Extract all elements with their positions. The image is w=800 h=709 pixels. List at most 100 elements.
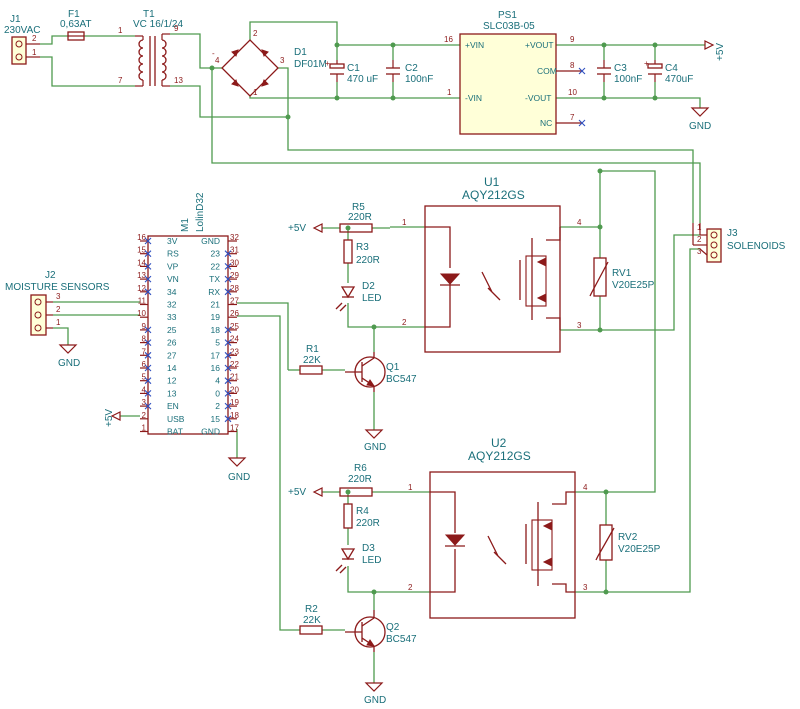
no-connect-marker: [224, 339, 232, 346]
pin-number: 1: [118, 26, 123, 35]
m1-pin-label: 14: [167, 363, 177, 373]
resistor-r4[interactable]: R4 220R: [343, 503, 380, 529]
polarity-sign: -: [212, 49, 215, 58]
m1-pin-number: 7: [142, 347, 147, 356]
no-connect-marker: [144, 275, 152, 283]
m1-pin-label: 19: [211, 312, 221, 322]
ref-label: R4: [356, 506, 369, 517]
fuse-f1[interactable]: F1 0,63AT: [60, 9, 92, 41]
value-label: BC547: [386, 634, 417, 645]
value-label: 220R: [348, 474, 372, 485]
varistor-rv1[interactable]: RV1 V20E25P: [589, 257, 655, 297]
no-connect-marker: [144, 250, 152, 258]
connector-j1[interactable]: 2 1 J1 230VAC: [4, 14, 41, 65]
m1-pin-number: 6: [142, 360, 147, 369]
pin-label: -VIN: [465, 93, 482, 103]
m1-pin-label: 12: [167, 376, 177, 386]
led-d2[interactable]: D2 LED: [335, 281, 381, 312]
connector-j2[interactable]: 3 2 1 J2 MOISTURE SENSORS: [5, 270, 110, 336]
pin-number: 16: [444, 35, 453, 44]
ground-symbol: GND: [364, 429, 386, 453]
transformer-t1[interactable]: T1 VC 16/1/24 1 7 9 13: [118, 9, 183, 87]
m1-pin-number: 5: [142, 373, 147, 382]
pin-number: 10: [568, 88, 577, 97]
ref-label: U1: [484, 175, 500, 189]
power-label: GND: [364, 695, 386, 706]
pin-number: 1: [56, 318, 61, 327]
capacitor-c4[interactable]: + C4 470uF: [644, 59, 693, 85]
no-connect-marker: [224, 275, 232, 283]
transistor-q1[interactable]: Q1 BC547: [345, 352, 417, 392]
pin-number: 3: [56, 292, 61, 301]
m1-pin-label: VN: [167, 274, 179, 284]
resistor-r1[interactable]: R1 22K: [299, 344, 323, 375]
pin-number: 4: [215, 56, 220, 65]
photomos-relay-u2[interactable]: U2 AQY212GS 1 2 4 3: [408, 436, 588, 619]
ref-label: D1: [294, 47, 307, 58]
led-d3[interactable]: D3 LED: [335, 543, 381, 574]
m1-pin-label: 17: [211, 350, 221, 360]
power-supply-ps1[interactable]: PS1 SLC03B-05 +VIN -VIN +VOUT COM -VOUT …: [444, 10, 586, 135]
value-label: 22K: [303, 355, 321, 366]
resistor-r2[interactable]: R2 22K: [299, 604, 323, 635]
no-connect-marker: [578, 119, 586, 127]
m1-pin-label: GND: [201, 427, 220, 437]
m1-pin-label: 16: [211, 363, 221, 373]
no-connect-marker: [144, 364, 152, 372]
m1-pin-number: 18: [230, 411, 239, 420]
m1-pin-number: 3: [142, 398, 147, 407]
resistor-r6[interactable]: R6 220R: [339, 463, 373, 497]
value-label: SLC03B-05: [483, 21, 535, 32]
ref-label: C3: [614, 63, 627, 74]
pin-label: +VOUT: [525, 40, 554, 50]
resistor-r5[interactable]: R5 220R: [339, 202, 373, 233]
pin-number: 7: [570, 113, 575, 122]
varistor-rv2[interactable]: RV2 V20E25P: [595, 524, 661, 561]
m1-pin-number: 4: [142, 385, 147, 394]
m1-pin-number: 29: [230, 271, 239, 280]
ref-label: M1: [180, 218, 191, 232]
m1-pin-label: 25: [167, 325, 177, 335]
value-label: LED: [362, 293, 381, 304]
connector-j3[interactable]: 1 2 3 J3 SOLENOIDS: [692, 223, 786, 263]
no-connect-marker: [144, 237, 152, 245]
m1-pin-label: EN: [167, 401, 179, 411]
pin-number: 2: [697, 235, 702, 244]
ref-label: C1: [347, 63, 360, 74]
capacitor-c2[interactable]: C2 100nF: [386, 60, 433, 85]
pin-number: 7: [118, 76, 123, 85]
photomos-relay-u1[interactable]: U1 AQY212GS 1 2 4 3: [402, 175, 582, 353]
no-connect-marker: [144, 263, 152, 270]
resistor-r3[interactable]: R3 220R: [343, 239, 380, 266]
m1-pin-number: 20: [230, 385, 239, 394]
m1-pin-label: 23: [211, 249, 221, 259]
junction-dots: [209, 42, 658, 595]
capacitor-c3[interactable]: C3 100nF: [597, 60, 642, 85]
ref-label: T1: [143, 9, 155, 20]
m1-pin-label: 13: [167, 388, 177, 398]
no-connect-marker: [224, 250, 232, 258]
power-label: +5V: [288, 487, 306, 498]
m1-pin-number: 31: [230, 246, 239, 255]
ref-label: R1: [306, 344, 319, 355]
m1-pin-label: USB: [167, 414, 185, 424]
ref-label: D3: [362, 543, 375, 554]
value-label: AQY212GS: [468, 449, 531, 463]
capacitor-c1[interactable]: + C1 470 uF: [325, 59, 378, 85]
value-label: 220R: [356, 255, 380, 266]
m1-pin-label: 34: [167, 287, 177, 297]
pin-number: 4: [577, 218, 582, 227]
transistor-q2[interactable]: Q2 BC547: [345, 610, 417, 652]
no-connect-marker: [224, 263, 232, 270]
m1-pin-label: 22: [211, 261, 221, 271]
value-label: V20E25P: [612, 280, 655, 291]
m1-pin-number: 23: [230, 347, 239, 356]
no-connect-marker: [144, 402, 152, 410]
pin-number: 1: [697, 223, 702, 232]
m1-pin-label: 4: [215, 376, 220, 386]
bridge-rectifier-d1[interactable]: 4 3 2 1 - D1 DF01M: [212, 29, 327, 97]
pin-number: 9: [570, 35, 575, 44]
value-label: 230VAC: [4, 25, 41, 36]
